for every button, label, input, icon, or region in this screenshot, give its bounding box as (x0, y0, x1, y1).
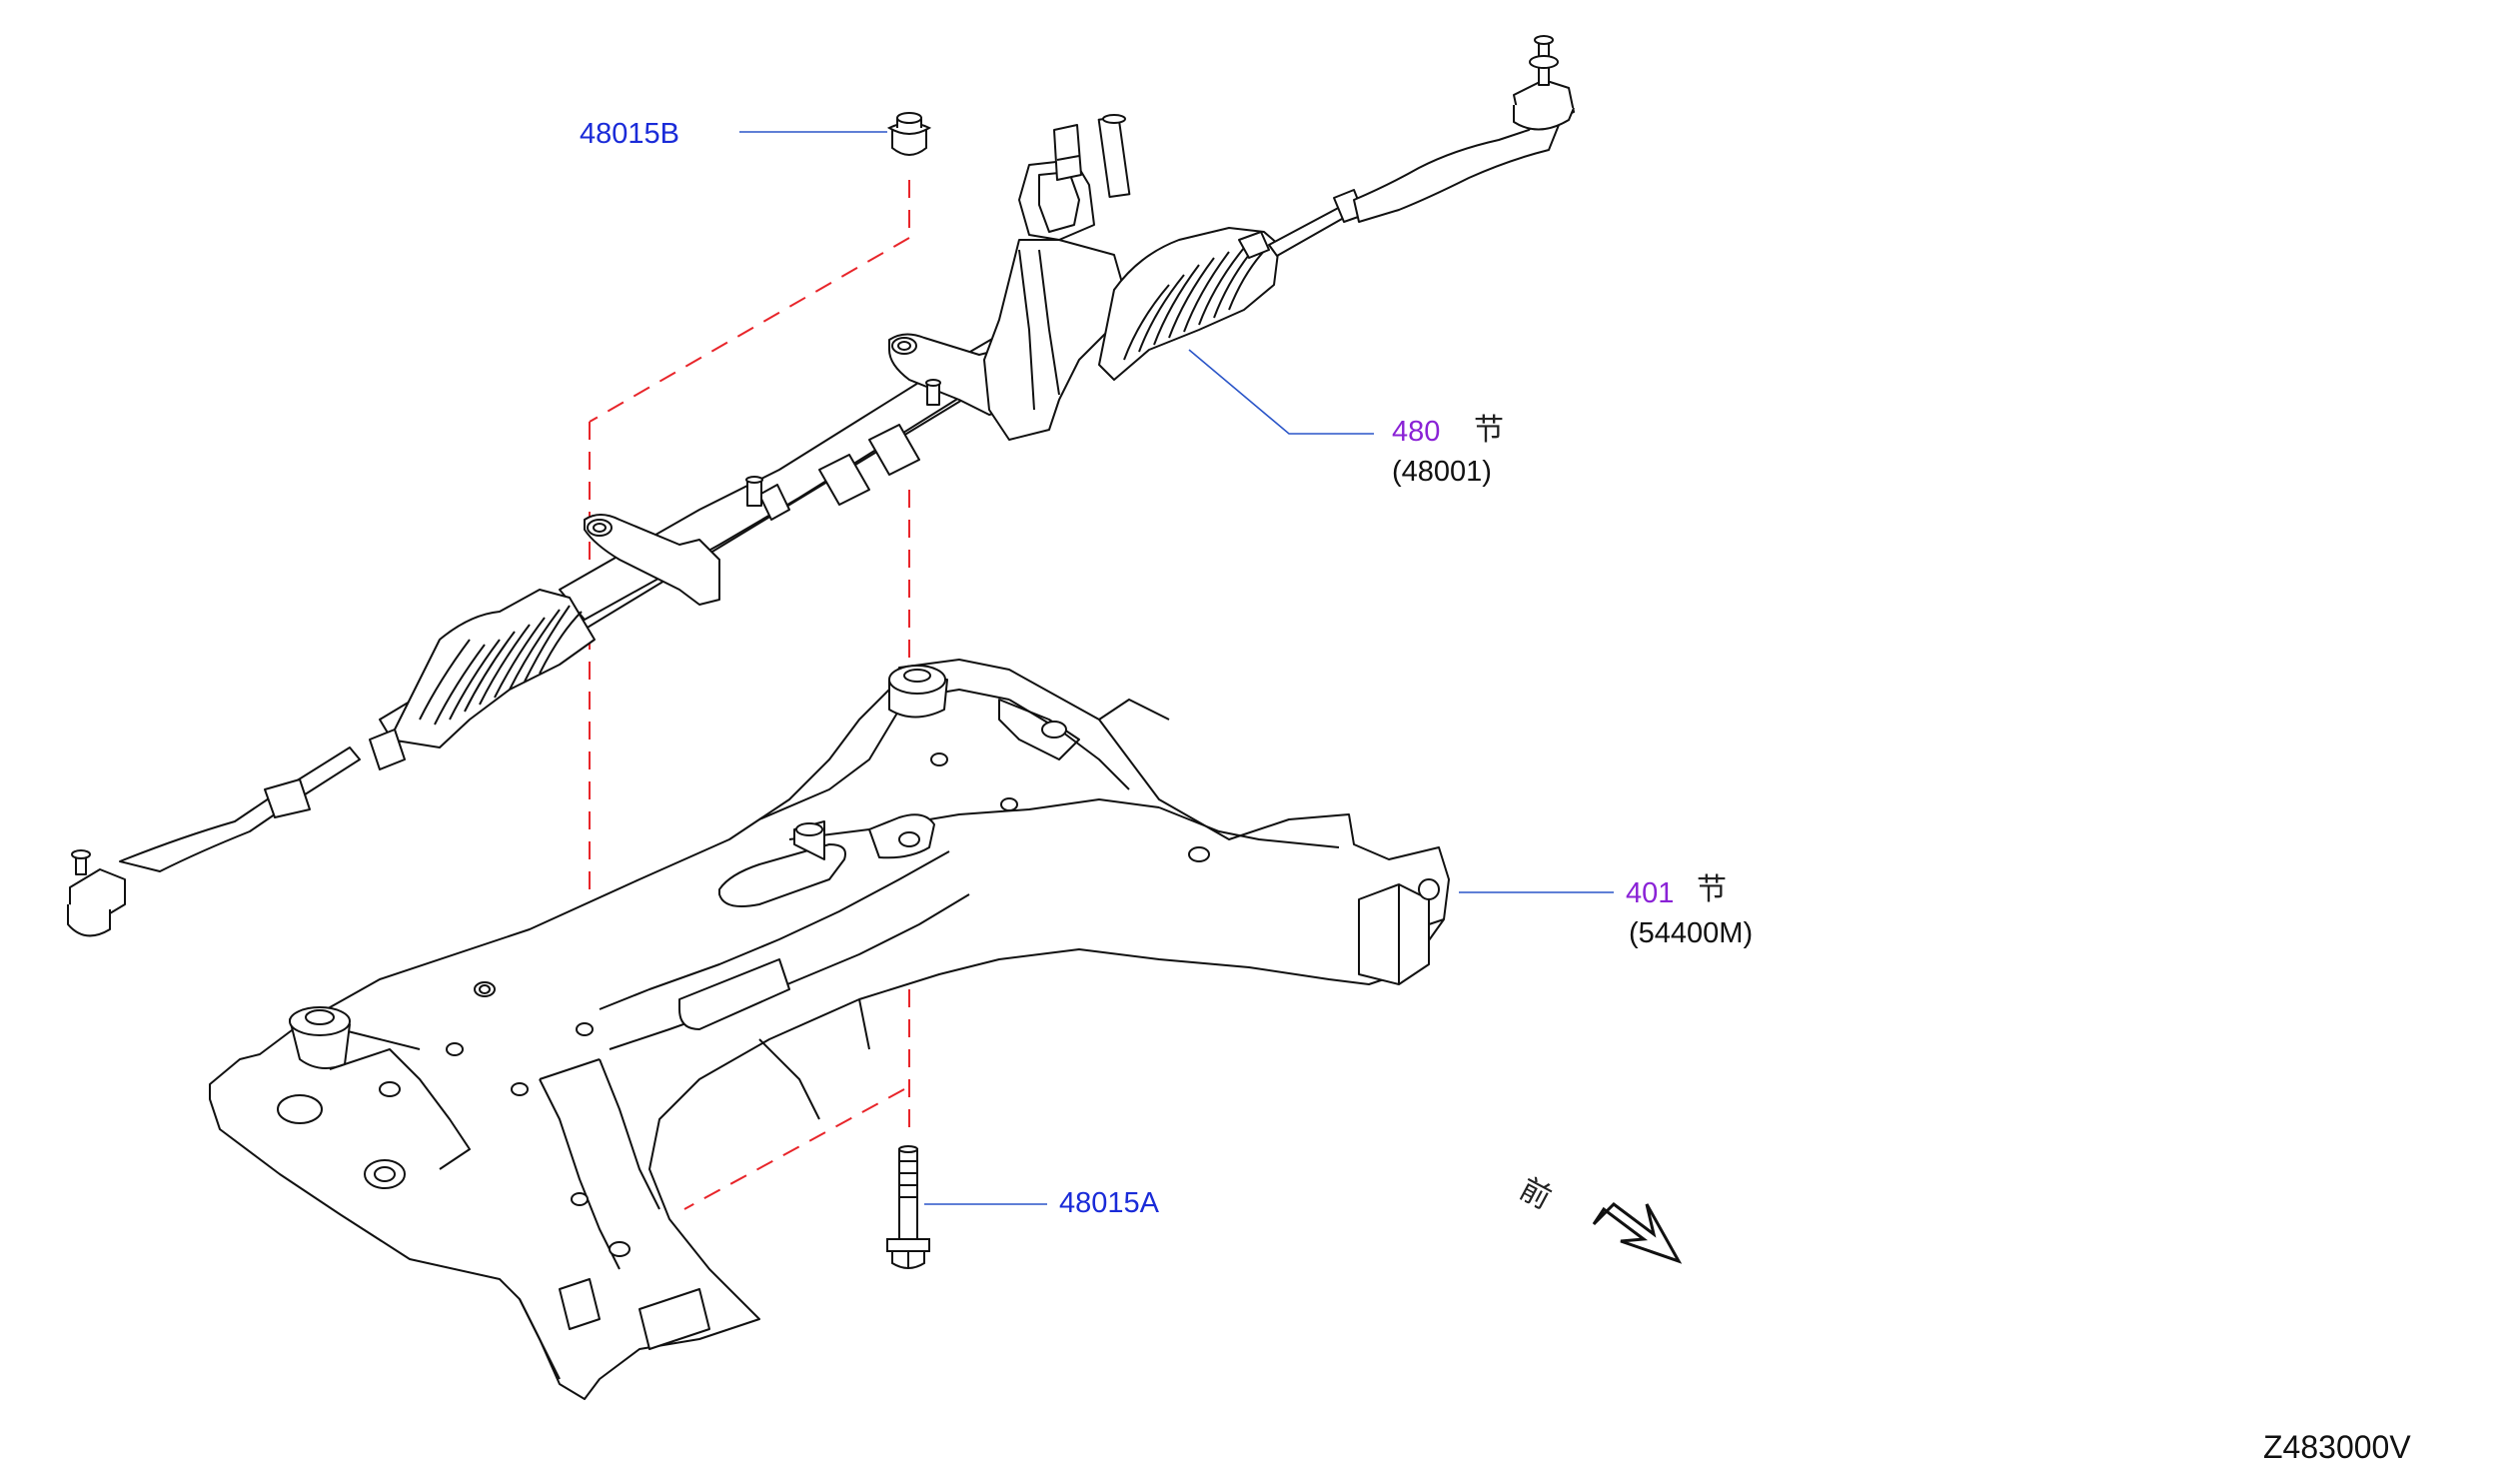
ref-480-link[interactable]: 480 (1392, 416, 1441, 448)
ref-401-mark: 节 (1697, 872, 1727, 907)
dash-diag-upper (589, 237, 910, 423)
part-48015b-link[interactable]: 48015B (580, 118, 679, 150)
ref-480-subpart: (48001) (1392, 456, 1492, 488)
ref-401-subpart: (54400M) (1629, 917, 1754, 949)
flange-bolt (886, 1145, 930, 1269)
part-48015a-link[interactable]: 48015A (1059, 1187, 1159, 1219)
diagram-code: Z483000V (2263, 1429, 2411, 1465)
dash-diag-lower (683, 1088, 905, 1210)
leader-lines (739, 131, 1614, 1205)
front-suspension-member (209, 659, 1450, 1400)
ref-401-link[interactable]: 401 (1626, 877, 1675, 909)
steering-gear-assembly (67, 35, 1575, 937)
ref-480-mark: 节 (1474, 413, 1504, 448)
leader-gear (1188, 349, 1374, 435)
front-arrow-icon (1592, 1202, 1683, 1264)
flange-nut (886, 112, 932, 156)
